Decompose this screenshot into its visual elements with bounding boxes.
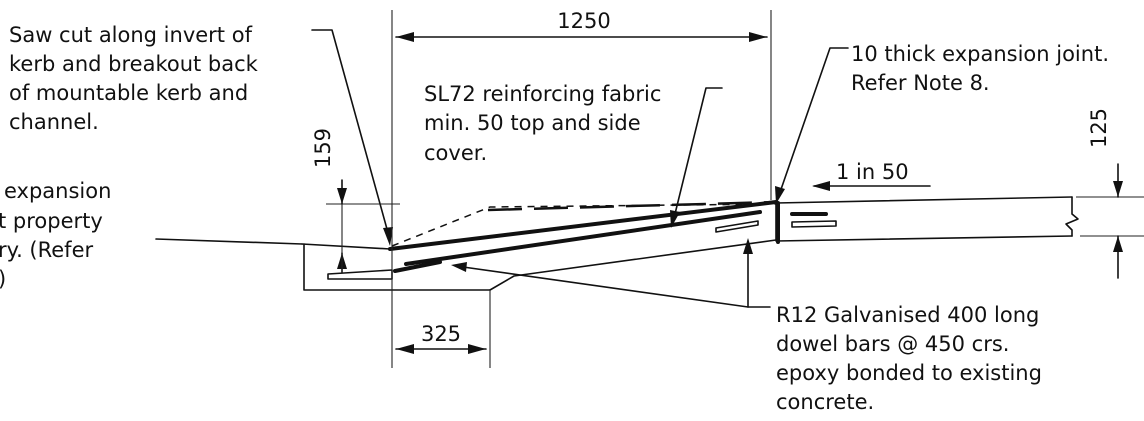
fabric-leader	[672, 87, 723, 223]
dowel-arrow-right-icon	[743, 238, 753, 254]
left-partial-note-line-2: t property	[0, 209, 103, 233]
saw-cut-note: Saw cut along invert of kerb and breakou…	[9, 23, 259, 134]
break-line-icon	[1065, 196, 1079, 237]
depth-left-arrow-top-icon	[337, 188, 347, 204]
slope-arrow-icon	[812, 181, 830, 191]
breakout-outline	[391, 203, 779, 247]
expansion-joint-note-line-1: 10 thick expansion joint.	[851, 42, 1109, 66]
width-top-value: 1250	[557, 9, 610, 33]
dowel-leader-left	[455, 265, 749, 308]
saw-cut-note-line-3: of mountable kerb and	[9, 81, 248, 105]
fabric-note-line-2: min. 50 top and side	[424, 111, 641, 135]
depth-right-arrow-bottom-icon	[1113, 236, 1123, 252]
depth-right-arrow-top-icon	[1113, 181, 1123, 197]
slope-value: 1 in 50	[836, 160, 909, 184]
dimension-depth-left: 159	[311, 128, 400, 273]
dowel-bar-note-line-4: concrete.	[776, 390, 874, 414]
left-partial-note-line-4: )	[0, 267, 6, 291]
fabric-note-line-1: SL72 reinforcing fabric	[424, 82, 661, 106]
depth-left-value: 159	[311, 128, 335, 168]
width-bottom-value: 325	[421, 322, 461, 346]
reinforcing-fabric-bar	[404, 210, 762, 266]
fabric-note: SL72 reinforcing fabric min. 50 top and …	[424, 82, 661, 165]
dowel-arrow-left-icon	[451, 262, 467, 272]
saw-cut-note-line-1: Saw cut along invert of	[9, 23, 253, 47]
dowel-bar-left-stroke	[393, 260, 442, 273]
dowel-bar-note-line-2: dowel bars @ 450 crs.	[776, 332, 1009, 356]
depth-right-value: 125	[1087, 108, 1111, 148]
dimension-width-bottom: 325	[391, 290, 491, 368]
expansion-joint-leader	[777, 47, 849, 199]
existing-pavement-top	[775, 196, 1073, 204]
channel-base	[303, 243, 491, 291]
dowel-bar-left	[327, 269, 393, 280]
original-surface-dashed	[487, 200, 777, 212]
width-top-arrow-right-icon	[749, 32, 767, 42]
fabric-note-line-3: cover.	[424, 141, 487, 165]
saw-cut-arrow-icon	[383, 227, 393, 246]
concrete-section	[155, 196, 1079, 291]
saw-cut-note-line-2: kerb and breakout back	[9, 52, 259, 76]
existing-ground-line	[155, 238, 303, 245]
dowel-bar-note-line-3: epoxy bonded to existing	[776, 361, 1042, 385]
expansion-joint-arrow-icon	[775, 186, 785, 204]
width-bottom-arrow-left-icon	[396, 344, 414, 354]
left-partial-note-line-3: ry. (Refer	[0, 238, 93, 262]
saw-cut-note-line-4: channel.	[9, 110, 99, 134]
new-slab-top	[388, 200, 778, 251]
left-partial-note-line-1: expansion	[4, 179, 111, 203]
dowel-bar-mid	[715, 220, 759, 233]
slope-annotation: 1 in 50	[812, 160, 931, 191]
channel-top	[301, 243, 391, 250]
left-partial-note: expansion t property ry. (Refer )	[0, 179, 111, 291]
dowel-bar-note-line-1: R12 Galvanised 400 long	[776, 303, 1039, 327]
dowel-bar-right	[791, 220, 837, 228]
dimension-width-top: 1250	[391, 9, 772, 290]
dimension-depth-right: 125	[1076, 108, 1144, 279]
width-top-arrow-left-icon	[396, 32, 414, 42]
existing-pavement-underside	[775, 235, 1073, 242]
dowel-bar-note: R12 Galvanised 400 long dowel bars @ 450…	[776, 303, 1042, 414]
width-bottom-arrow-right-icon	[468, 344, 486, 354]
saw-cut-leader	[311, 29, 391, 241]
expansion-joint-note: 10 thick expansion joint. Refer Note 8.	[851, 42, 1109, 95]
expansion-joint-note-line-2: Refer Note 8.	[851, 71, 990, 95]
